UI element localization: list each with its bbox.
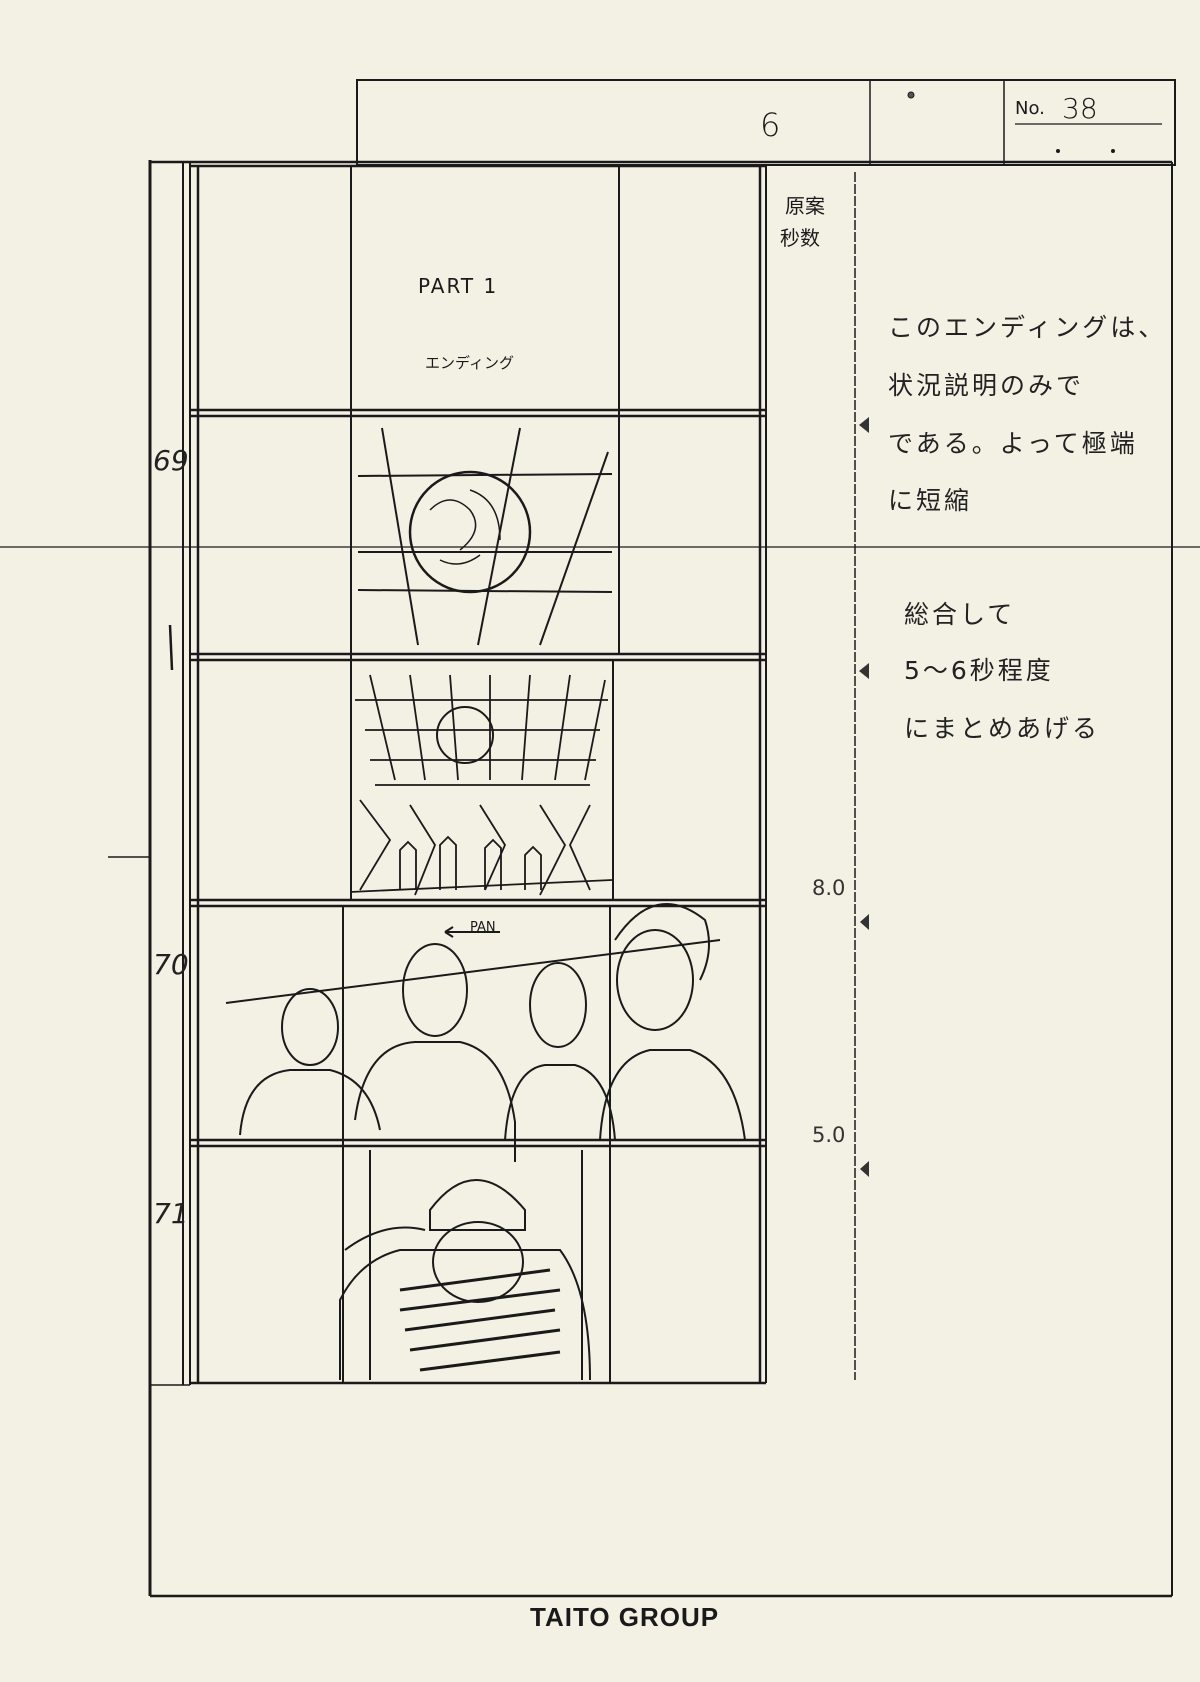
note-line: である。よって極端 xyxy=(888,429,1138,458)
company-footer: TAITO GROUP xyxy=(530,1602,720,1632)
note-line: 5〜6秒程度 xyxy=(904,656,1054,685)
scene-continuation-mark xyxy=(168,624,174,671)
number-value: 38 xyxy=(1062,92,1098,125)
time-value: 5.0 xyxy=(812,1123,846,1147)
time-heading-line2: 秒数 xyxy=(780,226,820,250)
note-line: 状況説明のみで xyxy=(888,371,1085,400)
note-line: このエンディングは、 xyxy=(888,313,1167,342)
timing-markers xyxy=(859,417,869,1177)
note-line: にまとめあげる xyxy=(904,714,1101,743)
cut-page-number: 6 xyxy=(760,106,781,144)
sketch-planet xyxy=(357,427,613,646)
time-heading-line1: 原案 xyxy=(785,194,825,218)
scene-number: 70 xyxy=(153,948,189,981)
camera-direction: PAN xyxy=(470,920,496,935)
time-value: 8.0 xyxy=(812,876,846,900)
note-line: 総合して xyxy=(904,600,1016,629)
sketch-grid-room xyxy=(349,674,613,896)
number-label: No. xyxy=(1015,98,1045,119)
sketch-captain xyxy=(339,1150,591,1381)
scene-number: 69 xyxy=(153,444,189,477)
sketch-crew xyxy=(225,903,746,1162)
note-line: に短縮 xyxy=(888,486,973,515)
panel-title: PART 1 xyxy=(418,274,499,298)
scene-number: 71 xyxy=(153,1197,189,1230)
panel-subtitle: エンディング xyxy=(425,354,514,372)
